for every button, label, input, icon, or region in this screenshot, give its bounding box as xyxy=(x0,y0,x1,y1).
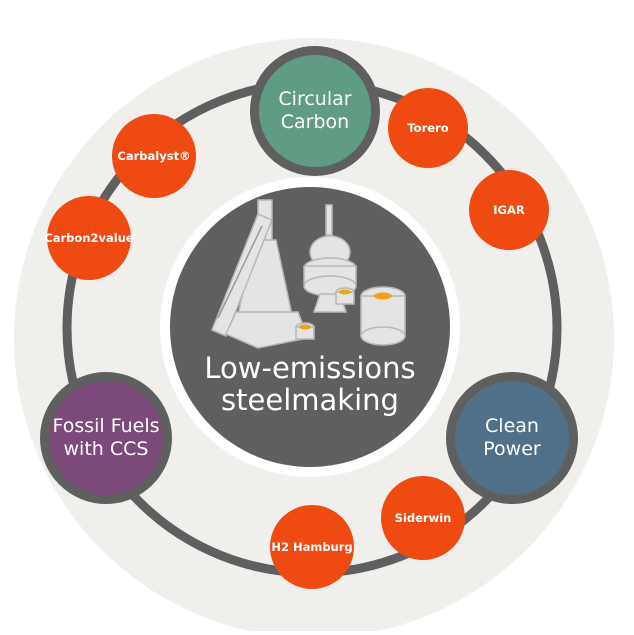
steel-plant-illustration xyxy=(211,199,406,349)
project-carbalyst: Carbalyst® xyxy=(112,114,196,198)
molten-metal xyxy=(299,289,392,330)
pillar-fossil-fuels: Fossil Fuels with CCS xyxy=(40,372,172,504)
center-title-line-2: steelmaking xyxy=(221,383,399,418)
pillar-circular-carbon: Circular Carbon xyxy=(250,46,380,176)
project-torero-label: Torero xyxy=(407,121,449,135)
project-h2-hamburg-label: H2 Hamburg xyxy=(271,540,353,554)
project-torero: Torero xyxy=(388,88,468,168)
pillar-circular-carbon-line-1: Circular xyxy=(278,88,352,111)
project-siderwin-label: Siderwin xyxy=(394,511,452,525)
pillar-clean-power-line-1: Clean xyxy=(485,415,539,438)
center-title-line-1: Low-emissions xyxy=(204,351,416,385)
center-title: Low-emissions steelmaking xyxy=(175,352,445,417)
project-siderwin: Siderwin xyxy=(381,476,465,560)
project-h2-hamburg: H2 Hamburg xyxy=(270,505,354,589)
pillar-clean-power-line-2: Power xyxy=(483,438,541,460)
pillar-fossil-fuels-line-1: Fossil Fuels xyxy=(52,415,160,438)
project-igar: IGAR xyxy=(469,170,549,250)
project-igar-label: IGAR xyxy=(493,203,525,217)
pillar-circular-carbon-line-2: Carbon xyxy=(280,111,350,133)
project-carbalyst-label: Carbalyst® xyxy=(117,149,191,163)
pillar-clean-power: Clean Power xyxy=(446,372,578,504)
pillar-fossil-fuels-line-2: with CCS xyxy=(63,438,149,460)
project-carbon2value-label: Carbon2value xyxy=(44,231,134,245)
project-carbon2value: Carbon2value xyxy=(44,196,134,280)
